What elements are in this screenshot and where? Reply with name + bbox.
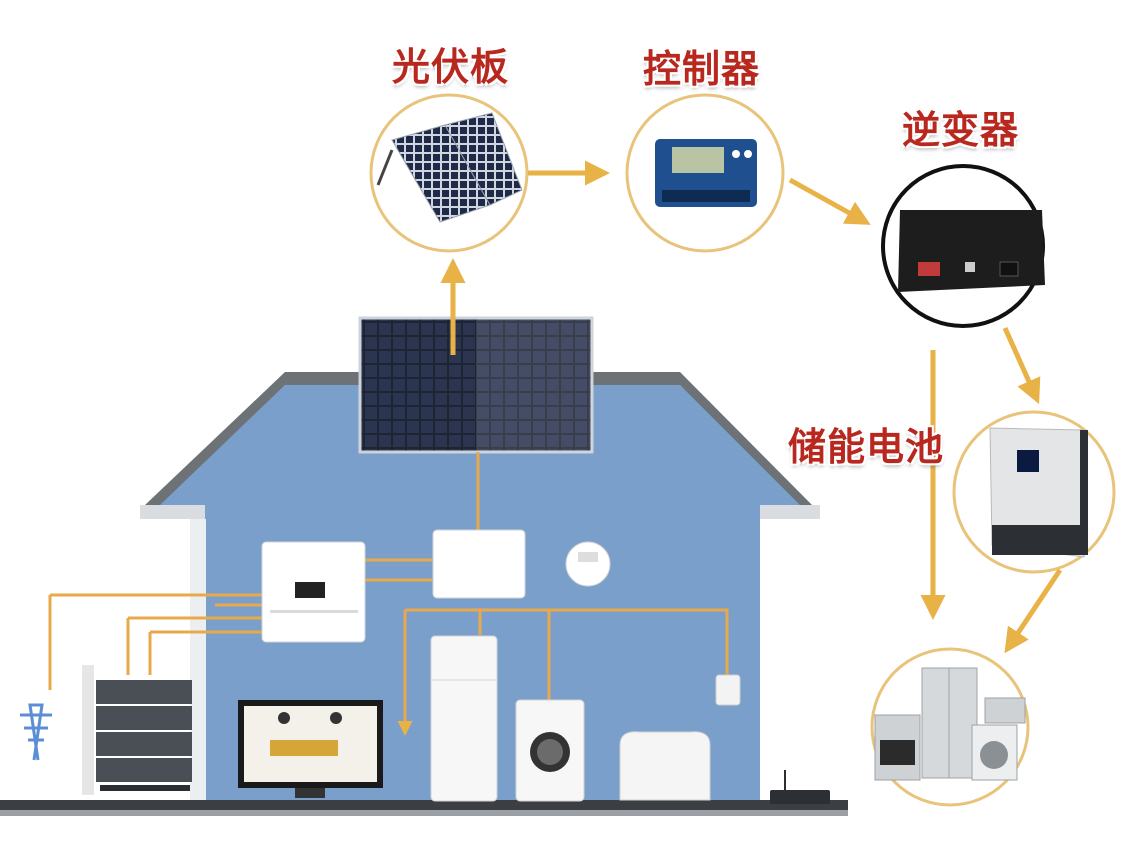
power-pylon-icon — [20, 703, 52, 761]
rooftop-solar-panel — [358, 316, 594, 454]
house-meter — [565, 541, 611, 587]
house-wiring — [48, 452, 729, 736]
arrow-inverter-to-battery — [1002, 326, 1041, 405]
house-wall-left-cut — [190, 519, 206, 805]
home-appliances-icon — [870, 647, 1030, 807]
tv — [238, 700, 383, 798]
inverter-circle — [881, 164, 1045, 328]
fridge — [430, 635, 498, 802]
label-controller: 控制器 — [643, 47, 761, 91]
controller-circle — [625, 93, 785, 253]
ground-base — [0, 810, 848, 816]
ground-floor — [0, 800, 848, 810]
label-solar-panel: 光伏板 — [392, 45, 510, 89]
house-eave-left — [140, 505, 205, 519]
battery-rack — [82, 665, 192, 795]
battery-circle — [952, 410, 1116, 574]
washing-machine — [515, 699, 585, 802]
label-battery: 储能电池 — [788, 425, 945, 469]
label-inverter: 逆变器 — [902, 108, 1020, 152]
house-eave-right — [760, 505, 820, 519]
arrow-controller-to-inverter — [788, 177, 871, 225]
router-icon — [770, 770, 830, 804]
arrow-battery-to-appliances — [1004, 568, 1063, 654]
house-inverter — [261, 541, 366, 643]
armchair — [619, 731, 711, 801]
flow-arrows — [440, 160, 1063, 654]
house-combiner-box — [432, 529, 526, 599]
house-switch — [715, 674, 741, 706]
solar-panel-circle — [369, 93, 529, 253]
